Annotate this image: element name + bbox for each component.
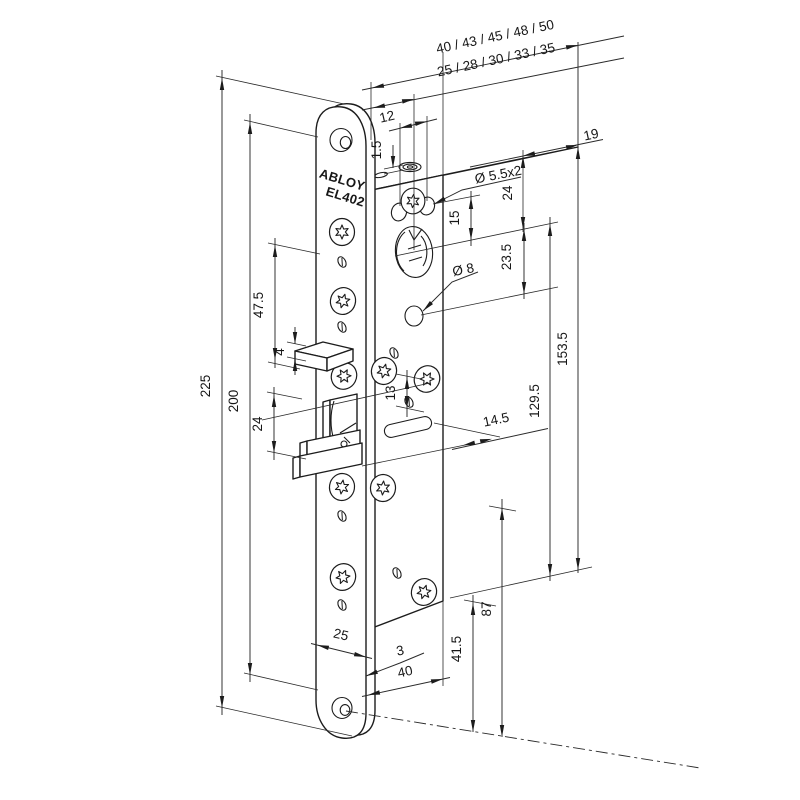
dim-label-129-5: 129.5 <box>527 384 542 418</box>
dim-label-153-5: 153.5 <box>555 332 570 366</box>
dim-label-87: 87 <box>479 601 494 616</box>
torx-screw <box>328 217 356 247</box>
dim-label-fix-holes: Ø 5.5x2 <box>474 163 523 187</box>
dim-label-225: 225 <box>198 375 213 398</box>
dim-label-13: 13 <box>383 385 398 400</box>
dim-label-24-left: 24 <box>250 416 265 432</box>
case-top-screw <box>398 161 422 173</box>
dim-label-24-top: 24 <box>500 185 515 201</box>
center-line <box>345 710 701 769</box>
faceplate-bottom-hole <box>331 696 353 720</box>
dim-label-12: 12 <box>378 108 396 126</box>
faceplate-top-hole <box>329 127 353 153</box>
dim-label-14-5: 14.5 <box>482 410 511 430</box>
dim-label-40: 40 <box>396 663 414 681</box>
dim-label-19: 19 <box>582 126 600 144</box>
case-top-slot <box>374 171 388 179</box>
dim-label-cable-hole: Ø 8 <box>451 260 475 279</box>
dim-label-4: 4 <box>272 348 287 356</box>
dim-label-23-5: 23.5 <box>499 244 514 270</box>
lock-case <box>371 146 579 629</box>
dim-label-47-5: 47.5 <box>251 292 266 318</box>
dim-label-25: 25 <box>332 626 350 644</box>
dim-label-200: 200 <box>226 390 241 413</box>
extension-lines <box>215 52 593 737</box>
dim-label-15: 15 <box>447 210 462 225</box>
dim-label-3: 3 <box>395 642 405 658</box>
dim-label-1-5: 1.5 <box>369 141 384 160</box>
deadbolt <box>292 393 363 480</box>
cable-hole <box>404 305 424 327</box>
dim-label-41-5: 41.5 <box>449 636 464 662</box>
case-slot <box>383 416 433 438</box>
